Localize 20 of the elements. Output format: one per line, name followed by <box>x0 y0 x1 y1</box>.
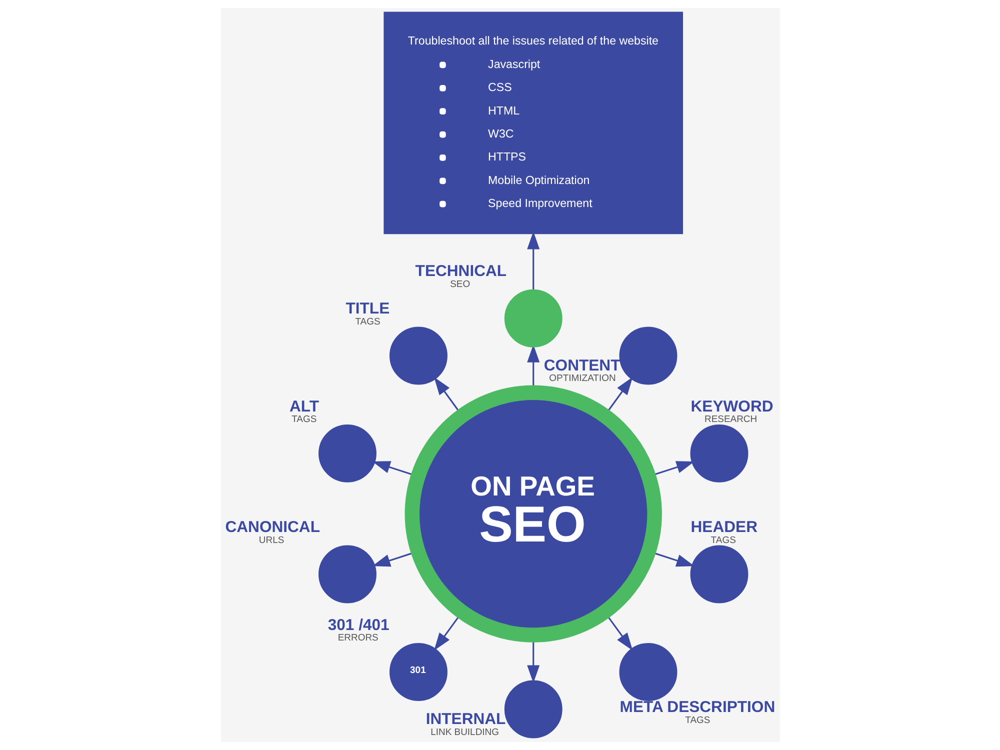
node-label: TAGS <box>684 714 710 726</box>
node-label: ALT <box>289 398 319 416</box>
node-label: HEADER <box>690 519 758 536</box>
node-label: RESEARCH <box>704 414 757 426</box>
node-label: 301 /401 <box>327 616 389 634</box>
node-label: INTERNAL <box>425 711 506 728</box>
node-label: TITLE <box>345 300 390 318</box>
node-label: TAGS <box>354 316 380 328</box>
node-label: OPTIMIZATION <box>548 373 616 384</box>
node-label: TAGS <box>710 534 736 546</box>
node-label: CANONICAL <box>224 519 320 536</box>
node-label: LINK BUILDING <box>430 726 498 738</box>
node-label: CONTENT <box>543 357 620 374</box>
node-label: ERRORS <box>337 632 378 644</box>
node-label: URLS <box>258 534 284 546</box>
node-label: TAGS <box>291 414 316 426</box>
node-label: TECHNICAL <box>414 263 506 280</box>
node-label: KEYWORD <box>690 398 773 416</box>
node-label: META DESCRIPTION <box>619 699 775 716</box>
node-label: SEO <box>450 278 470 290</box>
